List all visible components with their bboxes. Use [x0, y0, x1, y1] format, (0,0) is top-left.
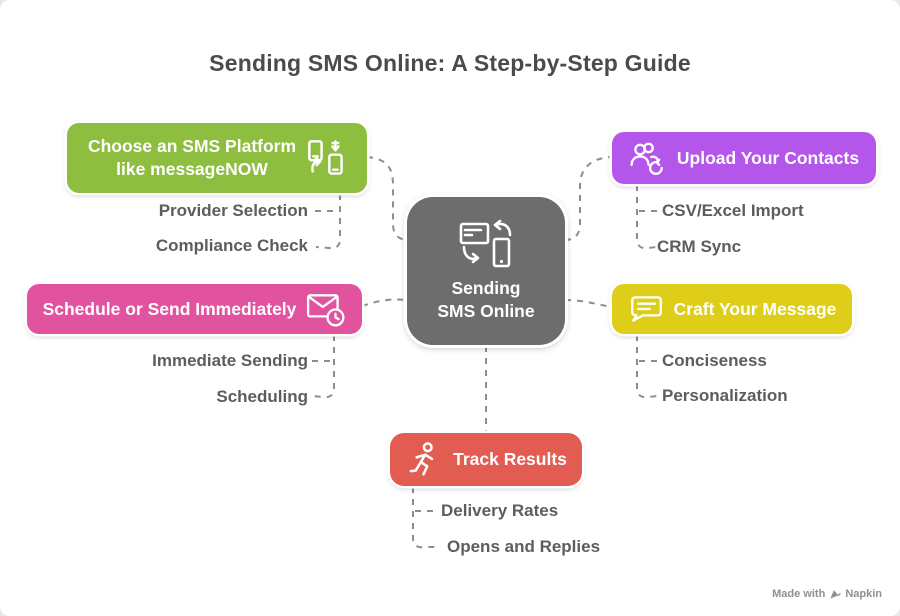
contacts-label: Upload Your Contacts — [676, 147, 860, 168]
device-swap-icon — [308, 140, 343, 175]
sub-item-csv-excel-import: CSV/Excel Import — [662, 201, 804, 220]
sub-item-compliance-check: Compliance Check — [155, 236, 308, 255]
node-craft-your-message[interactable]: Craft Your Message — [612, 284, 852, 334]
mail-clock-icon — [307, 294, 345, 327]
runner-icon — [409, 441, 434, 476]
sub-item-scheduling: Scheduling — [216, 387, 308, 406]
edge-center-contacts — [564, 156, 613, 241]
center-node-label-line2: SMS Online — [437, 301, 535, 321]
watermark[interactable]: Made with Napkin — [772, 588, 882, 600]
sub-item-crm-sync: CRM Sync — [657, 237, 742, 256]
center-node-sending-sms-online[interactable]: Sending SMS Online — [407, 197, 565, 345]
center-node-label-line1: Sending — [451, 278, 521, 299]
center-node-label: Sending SMS Online — [437, 277, 534, 323]
node-choose-sms-platform[interactable]: Choose an SMS Platform like messageNOW — [67, 123, 367, 193]
schedule-label: Schedule or Send Immediately — [42, 298, 297, 319]
sub-item-opens-and-replies: Opens and Replies — [447, 537, 601, 556]
platform-label-line2: like messageNOW — [116, 159, 268, 179]
napkin-pen-icon — [830, 590, 842, 599]
diagram-title: Sending SMS Online: A Step-by-Step Guide — [209, 50, 691, 76]
platform-label-line1: Choose an SMS Platform — [87, 136, 297, 157]
sub-item-provider-selection: Provider Selection — [158, 201, 308, 220]
node-upload-your-contacts[interactable]: Upload Your Contacts — [612, 132, 876, 184]
sub-item-conciseness: Conciseness — [662, 351, 767, 370]
edge-track-children — [412, 487, 436, 549]
node-track-results[interactable]: Track Results — [390, 433, 582, 486]
edge-center-message — [564, 299, 613, 308]
sms-device-transfer-icon — [459, 219, 512, 268]
chat-bubble-icon — [630, 296, 662, 322]
contacts-sync-icon — [630, 142, 663, 175]
sub-item-delivery-rates: Delivery Rates — [441, 501, 559, 520]
sub-item-personalization: Personalization — [662, 386, 788, 405]
edge-platform-center — [366, 156, 409, 241]
message-label: Craft Your Message — [673, 298, 837, 319]
edge-schedule-center — [361, 298, 408, 307]
node-schedule-or-send-immediately[interactable]: Schedule or Send Immediately — [27, 284, 362, 334]
edge-platform-children — [315, 194, 341, 250]
edge-contacts-children — [636, 185, 657, 250]
platform-label: Choose an SMS Platform like messageNOW — [88, 135, 296, 181]
watermark-made-with: Made with — [772, 588, 826, 600]
edge-schedule-children — [311, 335, 335, 399]
watermark-brand: Napkin — [845, 588, 882, 600]
sub-item-immediate-sending: Immediate Sending — [152, 351, 308, 370]
track-label: Track Results — [453, 449, 567, 470]
edge-message-children — [636, 335, 659, 399]
